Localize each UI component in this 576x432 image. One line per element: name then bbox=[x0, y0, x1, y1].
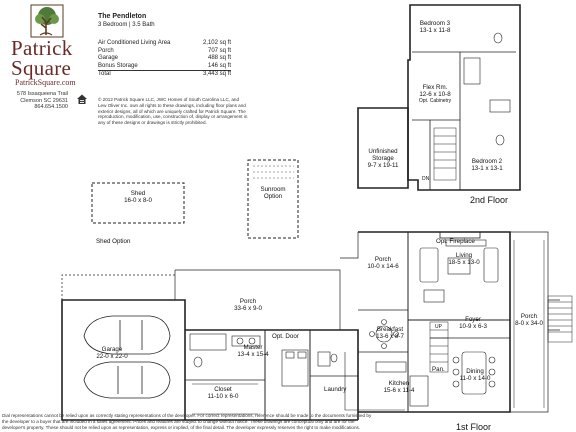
room-foyer: Foyer 10-9 x 6-3 bbox=[459, 316, 487, 330]
kitchen-counters bbox=[344, 352, 429, 411]
master-bath-fixtures bbox=[189, 333, 338, 368]
equal-housing-icon bbox=[76, 92, 88, 104]
stair-up-label: UP bbox=[435, 324, 442, 330]
room-shed: Shed 16-0 x 8-0 bbox=[124, 190, 152, 204]
room-porch-side: Porch 10-0 x 14-6 bbox=[367, 256, 399, 270]
living-room-furniture bbox=[419, 239, 499, 303]
room-master: Master 13-4 x 15-4 bbox=[237, 344, 269, 358]
room-garage: Garage 22-0 x 22-0 bbox=[96, 346, 128, 360]
room-bedroom-2: Bedroom 2 13-1 x 13-1 bbox=[471, 158, 503, 172]
first-floor-stairs bbox=[429, 321, 449, 373]
brand-url: PatrickSquare.com bbox=[15, 78, 76, 87]
shed-outline bbox=[91, 182, 185, 224]
second-floor-label: 2nd Floor bbox=[470, 195, 509, 205]
dining-table bbox=[452, 351, 496, 395]
second-floor-stairs bbox=[433, 127, 457, 181]
master-bed bbox=[281, 349, 309, 387]
room-kitchen: Kitchen 15-6 x 11-4 bbox=[383, 380, 415, 394]
opt-fireplace-label: Opt. Fireplace bbox=[436, 238, 475, 245]
room-porch-front: Porch 8-0 x 34-0 bbox=[515, 313, 543, 327]
room-pantry: Pan. bbox=[432, 366, 445, 373]
room-dining: Dining 11-0 x 14-0 bbox=[459, 368, 491, 382]
room-closet: Closet 11-10 x 6-0 bbox=[207, 386, 239, 400]
address-line: Clemson SC 29631 bbox=[20, 97, 68, 104]
first-floor-label: 1st Floor bbox=[456, 422, 492, 432]
garage-cars bbox=[83, 315, 171, 399]
sunroom-outline bbox=[247, 159, 299, 239]
right-porch-steps bbox=[547, 295, 573, 343]
room-breakfast: Breakfast 13-6 x 8-7 bbox=[376, 326, 404, 340]
tree-logo-icon bbox=[30, 4, 64, 38]
shed-option-label: Shed Option bbox=[96, 238, 131, 245]
disclaimer: Dial representations cannot be relied up… bbox=[2, 413, 372, 430]
second-floor-bath-fixtures bbox=[463, 32, 511, 146]
first-floor-walls bbox=[61, 231, 511, 421]
room-porch-rear: Porch 33-6 x 9-0 bbox=[234, 298, 262, 312]
breakfast-table bbox=[369, 319, 399, 349]
address-line: 578 Issaqueena Trail bbox=[16, 91, 68, 97]
second-floor-walls bbox=[357, 4, 521, 191]
plan-title: The Pendleton bbox=[98, 13, 147, 20]
copyright-notice: © 2012 Patrick Square LLC, JWC Homes of … bbox=[98, 97, 248, 126]
brand-name: Patrick Square bbox=[11, 36, 73, 80]
stair-down-label: DN bbox=[422, 176, 430, 182]
opt-door-label: Opt. Door bbox=[272, 333, 299, 340]
brand-address: 578 Issaqueena Trail Clemson SC 29631 86… bbox=[10, 91, 68, 111]
room-bedroom-3: Bedroom 3 13-1 x 11-8 bbox=[419, 20, 451, 34]
plan-subtitle: 3 Bedroom | 3.5 Bath bbox=[98, 22, 155, 28]
room-unfinished-storage: Unfinished Storage 9-7 x 19-11 bbox=[367, 148, 399, 169]
room-laundry: Laundry bbox=[324, 386, 347, 393]
address-line: 864.654.1500 bbox=[34, 104, 68, 111]
room-flex: Flex Rm. 12-6 x 10-8 Opt. Cabinetry bbox=[418, 84, 452, 104]
room-living: Living 18-5 x 13-0 bbox=[448, 252, 480, 266]
room-sunroom-option: Sunroom Option bbox=[260, 186, 286, 200]
